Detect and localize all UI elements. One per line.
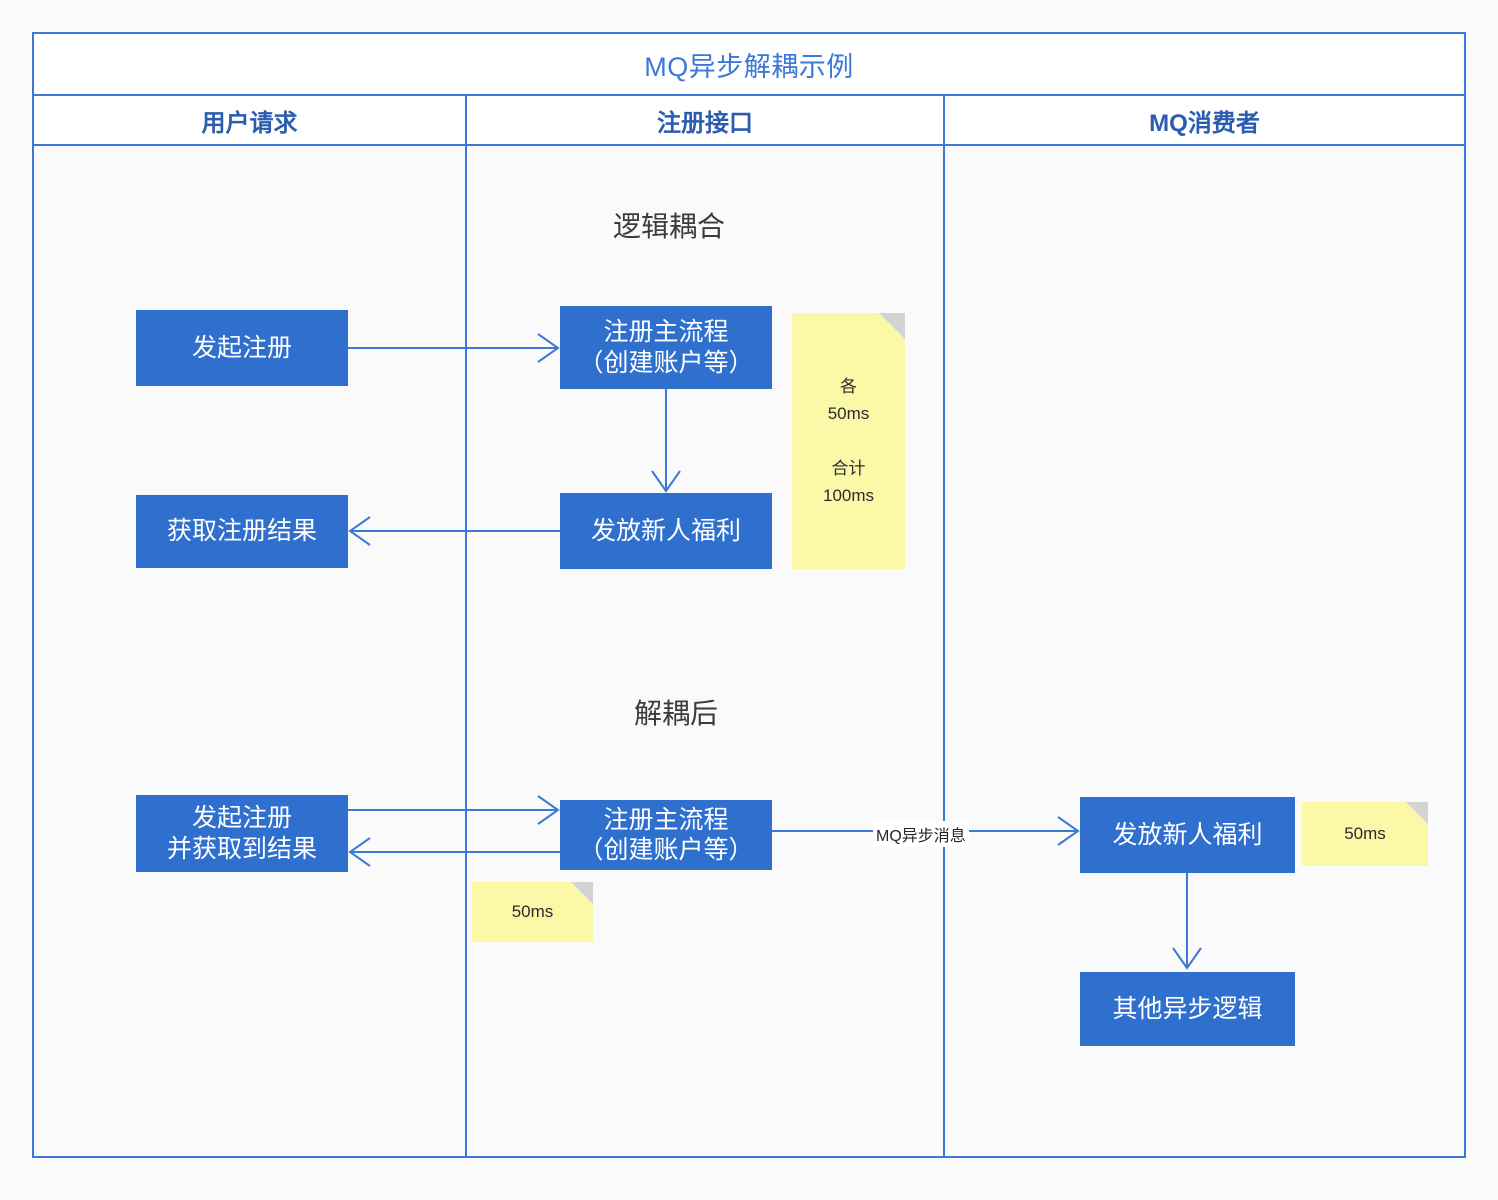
edge-label-mq-async-message: MQ异步消息 [873, 821, 969, 847]
node-issue-newbie-benefit[interactable]: 发放新人福利 [560, 493, 772, 569]
sticky-note-latency-consumer[interactable]: 50ms [1302, 802, 1428, 866]
lane-header-user: 用户请求 [34, 96, 465, 144]
lane-column-user [34, 146, 465, 1156]
swimlane-frame: MQ异步解耦示例 用户请求 注册接口 MQ消费者 [32, 32, 1466, 1158]
sticky-note-latency-coupled[interactable]: 各 50ms 合计 100ms [792, 313, 905, 569]
section-label-decoupled: 解耦后 [634, 698, 719, 729]
lane-header-mq: MQ消费者 [943, 96, 1464, 144]
lane-column-mq [943, 146, 1464, 1156]
node-other-async-logic[interactable]: 其他异步逻辑 [1080, 972, 1295, 1046]
lane-header-api: 注册接口 [465, 96, 943, 144]
lane-header-label: 用户请求 [201, 109, 298, 137]
node-initiate-registration[interactable]: 发起注册 [136, 310, 348, 386]
sticky-note-text: 50ms [1344, 824, 1386, 844]
node-issue-newbie-benefit-async[interactable]: 发放新人福利 [1080, 797, 1295, 873]
note-fold-icon [1406, 802, 1428, 824]
note-fold-icon [879, 313, 905, 339]
node-initiate-registration-and-get-result[interactable]: 发起注册 并获取到结果 [136, 795, 348, 872]
node-registration-main-flow[interactable]: 注册主流程 （创建账户等） [560, 306, 772, 389]
lane-body [34, 146, 1464, 1156]
page-title: MQ异步解耦示例 [644, 51, 854, 82]
lane-header-label: MQ消费者 [1149, 109, 1260, 137]
note-fold-icon [571, 882, 593, 904]
section-label-coupled: 逻辑耦合 [613, 211, 726, 242]
sticky-note-text: 各 50ms 合计 100ms [822, 377, 875, 505]
lane-column-api [465, 146, 943, 1156]
node-registration-main-flow-decoupled[interactable]: 注册主流程 （创建账户等） [560, 800, 772, 870]
lane-header-row: 用户请求 注册接口 MQ消费者 [34, 96, 1464, 146]
diagram-title-bar: MQ异步解耦示例 [34, 34, 1464, 96]
sticky-note-text: 50ms [511, 902, 554, 922]
node-get-registration-result[interactable]: 获取注册结果 [136, 495, 348, 568]
sticky-note-latency-api[interactable]: 50ms [472, 882, 593, 942]
lane-header-label: 注册接口 [657, 109, 753, 137]
